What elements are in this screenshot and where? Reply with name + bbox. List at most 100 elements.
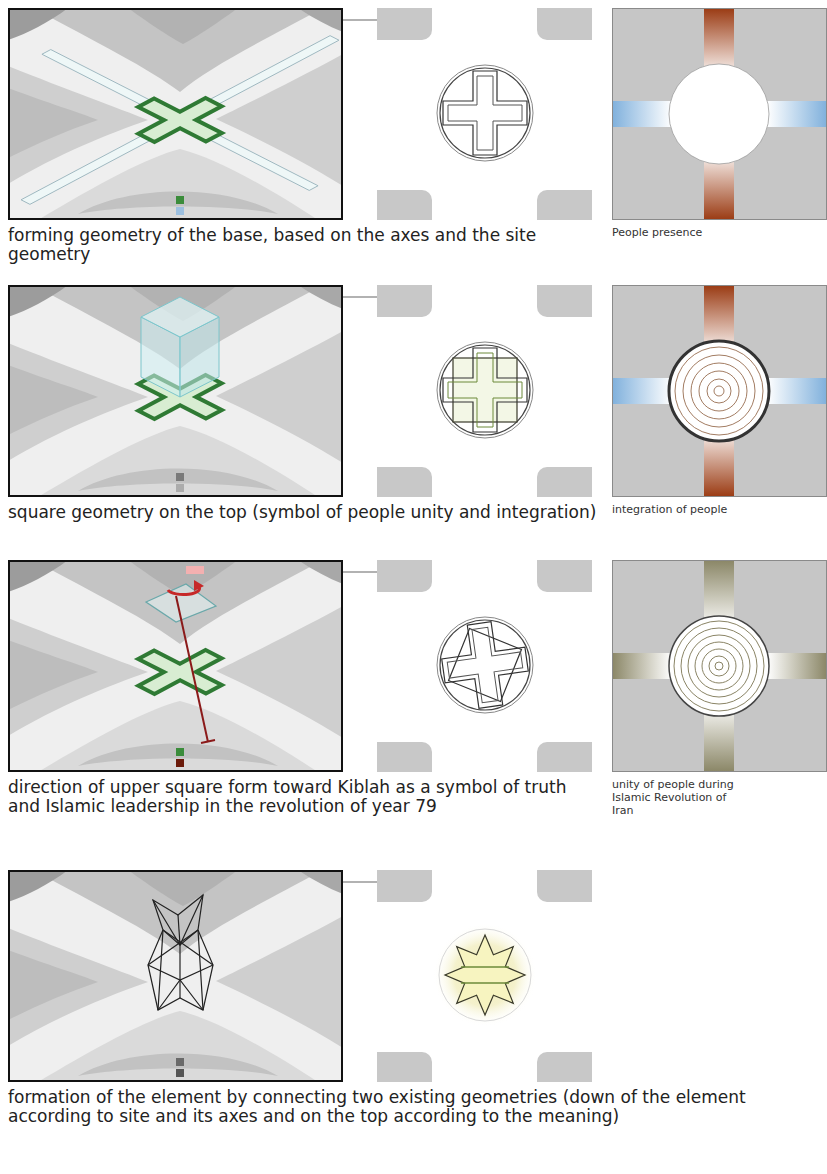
- step-panel: direction of upper square form toward Ki…: [8, 560, 343, 816]
- ring: [714, 386, 724, 396]
- presence-plan: [612, 560, 827, 772]
- kiblah-axis: [201, 740, 215, 743]
- panel-caption: forming geometry of the base, based on t…: [8, 226, 598, 264]
- leader-line: [343, 881, 377, 883]
- axis: [21, 36, 339, 205]
- leader-line: [343, 571, 377, 573]
- element-edge: [179, 945, 180, 998]
- kiblah-geometry: [113, 637, 248, 707]
- top-square-geometry: [113, 297, 248, 492]
- presence-plan: [612, 8, 827, 220]
- presence-panel: unity of people during Islamic Revolutio…: [612, 560, 827, 817]
- panel-frame: [8, 285, 343, 497]
- element-wireframe: [148, 895, 213, 1010]
- plan-geometry: [437, 617, 533, 713]
- presence-panel: integration of people: [612, 285, 827, 516]
- site-plan: [8, 285, 343, 497]
- panel-caption: People presence: [612, 226, 817, 239]
- rotation-arrow: [194, 580, 204, 591]
- site-plan: [8, 870, 343, 1082]
- element-edge: [148, 930, 213, 965]
- panel-caption: direction of upper square form toward Ki…: [8, 778, 598, 816]
- element-edge: [158, 980, 203, 1010]
- plan-circle: [439, 929, 531, 1021]
- presence-band: [612, 101, 672, 127]
- plan-glow: [433, 923, 537, 1027]
- panel-frame: [612, 8, 827, 220]
- plan-circle: [437, 342, 533, 438]
- panel-frame: [612, 560, 827, 772]
- color-square: [176, 748, 184, 756]
- ring: [709, 656, 729, 676]
- leader-line: [343, 19, 377, 21]
- plan-view: [365, 548, 604, 786]
- row-illustration: [0, 0, 827, 270]
- element-geometry: [148, 895, 213, 1077]
- ring-group: [675, 347, 763, 435]
- presence-geometry: [612, 285, 827, 497]
- presence-geometry: [612, 560, 827, 772]
- plan-geometry: [438, 618, 533, 713]
- panel-caption: formation of the element by connecting t…: [8, 1088, 813, 1126]
- ring: [683, 355, 755, 427]
- element-edge: [148, 895, 213, 1010]
- presence-geometry: [612, 8, 827, 220]
- ring: [715, 662, 723, 670]
- ring: [688, 635, 750, 697]
- ring: [674, 621, 764, 711]
- square-circle: [669, 341, 769, 441]
- axis: [42, 50, 318, 191]
- base-cross: [113, 85, 248, 155]
- presence-plan: [612, 285, 827, 497]
- color-square: [176, 473, 184, 481]
- panel-caption: square geometry on the top (symbol of pe…: [8, 503, 598, 522]
- plan-view: [365, 0, 604, 234]
- plan-cross: [448, 353, 522, 427]
- base-cross: [113, 637, 248, 707]
- plan-circle: [440, 345, 530, 435]
- plan-circle: [440, 68, 530, 158]
- presence-band: [767, 378, 827, 404]
- plan-circle: [437, 617, 533, 713]
- plan-square: [449, 629, 522, 702]
- color-square: [176, 759, 184, 767]
- plan-geometry: [433, 923, 537, 1027]
- kiblah-geometry: [113, 566, 248, 767]
- color-square: [176, 196, 184, 204]
- plan-geometry: [437, 342, 533, 438]
- row-illustration: [8, 548, 827, 786]
- plan-star: [445, 935, 525, 1015]
- presence-panel: People presence: [612, 8, 827, 239]
- ring: [695, 642, 743, 690]
- row-illustration: [8, 273, 827, 511]
- element-edge: [178, 915, 180, 945]
- plan-cross: [443, 71, 527, 155]
- row-illustration: [8, 858, 604, 1096]
- site-plan: [8, 560, 343, 772]
- ring: [675, 347, 763, 435]
- step-panel: square geometry on the top (symbol of pe…: [8, 285, 343, 522]
- presence-band: [767, 653, 827, 679]
- plan-circle: [440, 620, 530, 710]
- cube-face: [141, 297, 219, 337]
- color-square: [176, 207, 184, 215]
- presence-band: [767, 101, 827, 127]
- ring-group: [674, 621, 764, 711]
- panel-caption: unity of people during Islamic Revolutio…: [612, 778, 742, 817]
- presence-band: [612, 378, 672, 404]
- plan-geometry: [437, 65, 533, 161]
- plan-square: [453, 358, 517, 422]
- step-panel: formation of the element by connecting t…: [8, 870, 343, 1126]
- color-square: [176, 484, 184, 492]
- kiblah-axis: [176, 596, 208, 742]
- step-panel: forming geometry of the base, based on t…: [8, 8, 343, 264]
- plan-cross: [443, 623, 527, 707]
- leader-line: [343, 296, 377, 298]
- plan-cross: [443, 348, 527, 432]
- plan-star: [461, 967, 509, 983]
- ring: [699, 371, 739, 411]
- square-circle: [669, 616, 769, 716]
